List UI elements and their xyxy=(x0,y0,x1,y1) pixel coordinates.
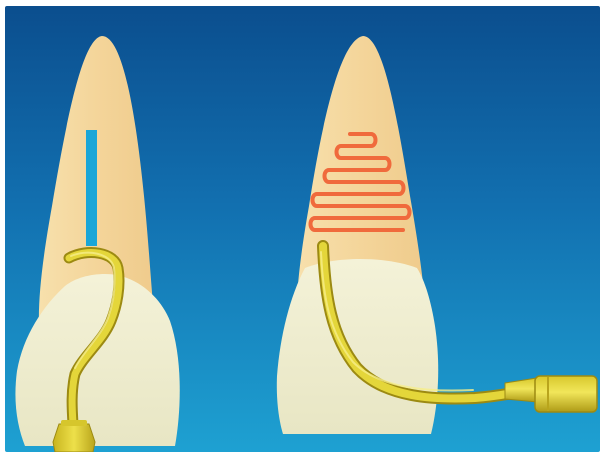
left-instrument-nut xyxy=(53,424,95,452)
left-tooth-canal xyxy=(86,130,97,246)
illustration-scene xyxy=(5,6,600,452)
right-instrument-handle xyxy=(535,376,597,412)
right-tooth-crown xyxy=(277,259,438,434)
